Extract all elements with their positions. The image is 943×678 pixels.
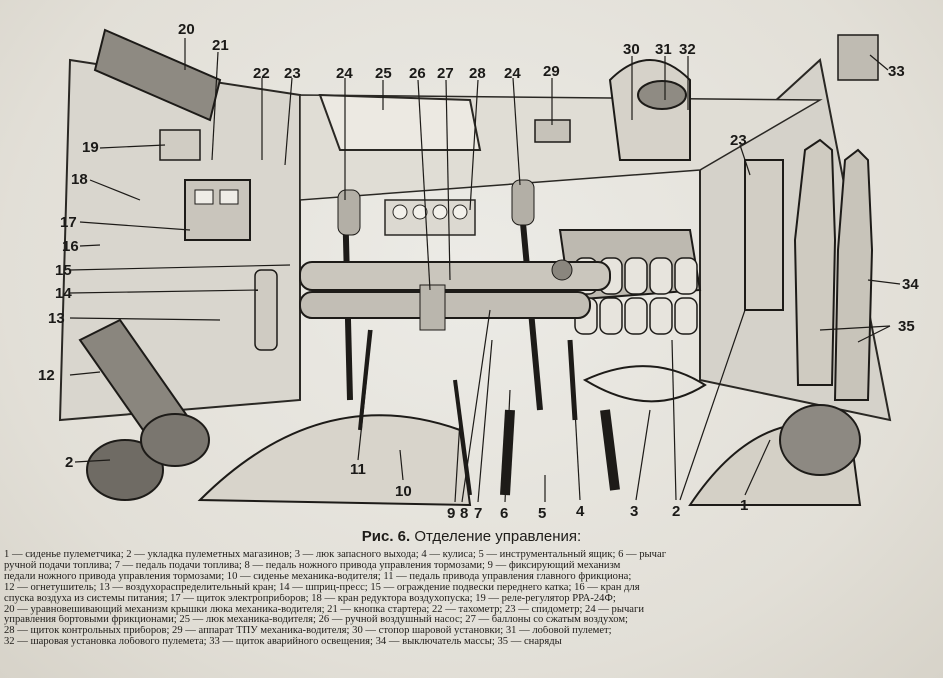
label-19: 19	[82, 139, 99, 156]
legend-line: 28 — щиток контрольных приборов; 29 — ап…	[4, 626, 612, 637]
shell-1	[793, 138, 837, 386]
label-31: 31	[655, 41, 672, 58]
label-23-right: 23	[730, 132, 747, 149]
left-hull-wall	[58, 58, 301, 422]
legend-line: ручной подачи топлива; 7 — педаль подачи…	[4, 560, 621, 571]
lever-grip-right	[511, 179, 535, 226]
label-8: 8	[460, 505, 468, 522]
legend-line: 32 — шаровая установка лобового пулемета…	[4, 637, 562, 648]
gauge-2	[412, 204, 428, 220]
figure-caption: Рис. 6. Отделение управления:	[0, 528, 943, 545]
label-33: 33	[888, 63, 905, 80]
machine-gun-ball-mount	[608, 59, 691, 161]
label-2-right: 2	[672, 503, 680, 520]
label-1: 1	[740, 497, 748, 514]
machine-gun	[637, 80, 687, 110]
emergency-light-panel	[837, 34, 879, 81]
magazine-stack-left	[86, 439, 164, 501]
gauge-3	[432, 204, 448, 220]
label-4: 4	[576, 503, 585, 520]
figure-title: Отделение управления:	[414, 528, 582, 545]
gear-knob	[551, 259, 573, 281]
lever-grip-left	[337, 189, 361, 236]
right-magazine-stack	[744, 159, 784, 311]
legend-line: 20 — уравновешивающий механизм крышки лю…	[4, 604, 644, 615]
driver-seat	[197, 414, 472, 507]
shell-2	[833, 148, 874, 401]
escape-hatch	[582, 365, 707, 403]
label-25: 25	[375, 65, 392, 82]
label-3: 3	[630, 503, 638, 520]
driver-compartment-drawing: 20 21 22 23 24 25 26 27 28 24 29 30 31 3…	[38, 21, 919, 522]
label-24-left: 24	[336, 65, 353, 82]
label-9: 9	[447, 505, 455, 522]
legend-line: управления бортовыми фрикционами; 25 — л…	[4, 615, 628, 626]
label-27: 27	[437, 65, 454, 82]
electrical-gauge-1	[194, 189, 214, 205]
gauge-4	[452, 204, 468, 220]
label-10: 10	[395, 483, 412, 500]
label-24-right: 24	[504, 65, 521, 82]
legend-line: педали ножного привода управления тормоз…	[4, 571, 632, 582]
clutch-pedal	[358, 329, 372, 431]
label-15: 15	[55, 262, 72, 279]
legend-line: спуска воздуха из системы питания; 17 — …	[4, 593, 616, 604]
legend-line: 12 — огнетушитель; 13 — воздухораспредел…	[4, 582, 640, 593]
label-18: 18	[71, 171, 88, 188]
brake-pedal-linkage	[453, 379, 472, 496]
label-29: 29	[543, 63, 560, 80]
electrical-panel	[184, 179, 251, 241]
label-26: 26	[409, 65, 426, 82]
tool-box-edge	[600, 409, 620, 491]
label-16: 16	[62, 238, 79, 255]
hand-air-pump	[419, 284, 446, 331]
front-wheel-guard	[779, 404, 861, 476]
label-20: 20	[178, 21, 195, 38]
label-34: 34	[902, 276, 919, 293]
label-7: 7	[474, 505, 482, 522]
label-6: 6	[500, 505, 508, 522]
electrical-gauge-2	[219, 189, 239, 205]
air-cylinder-1	[299, 261, 611, 291]
label-23-left: 23	[284, 65, 301, 82]
magazine-left-2	[140, 413, 210, 467]
label-13: 13	[48, 310, 65, 327]
label-12: 12	[38, 367, 55, 384]
label-17: 17	[60, 214, 77, 231]
label-22: 22	[253, 65, 270, 82]
label-35: 35	[898, 318, 915, 335]
label-5: 5	[538, 505, 546, 522]
label-14: 14	[55, 285, 72, 302]
figure-number: Рис. 6.	[361, 528, 411, 545]
label-11: 11	[350, 461, 366, 478]
magazine-row-bottom	[574, 297, 698, 335]
driver-hatch	[318, 93, 482, 151]
legend-line: 1 — сиденье пулеметчика; 2 — укладка пул…	[4, 550, 667, 560]
label-2-left: 2	[65, 454, 73, 471]
leader-lines	[69, 38, 901, 503]
grease-gun	[254, 269, 278, 351]
label-32: 32	[679, 41, 696, 58]
gear-shift-lever	[567, 339, 578, 421]
relay-regulator	[159, 129, 201, 161]
figure-illustration: 20 21 22 23 24 25 26 27 28 24 29 30 31 3…	[38, 21, 919, 522]
label-28: 28	[469, 65, 486, 82]
hatch-balance-mechanism	[93, 28, 222, 122]
gauge-1	[392, 204, 408, 220]
figure-legend: 1 — сиденье пулеметчика; 2 — укладка пул…	[4, 550, 940, 648]
label-30: 30	[623, 41, 640, 58]
label-21: 21	[212, 37, 229, 54]
